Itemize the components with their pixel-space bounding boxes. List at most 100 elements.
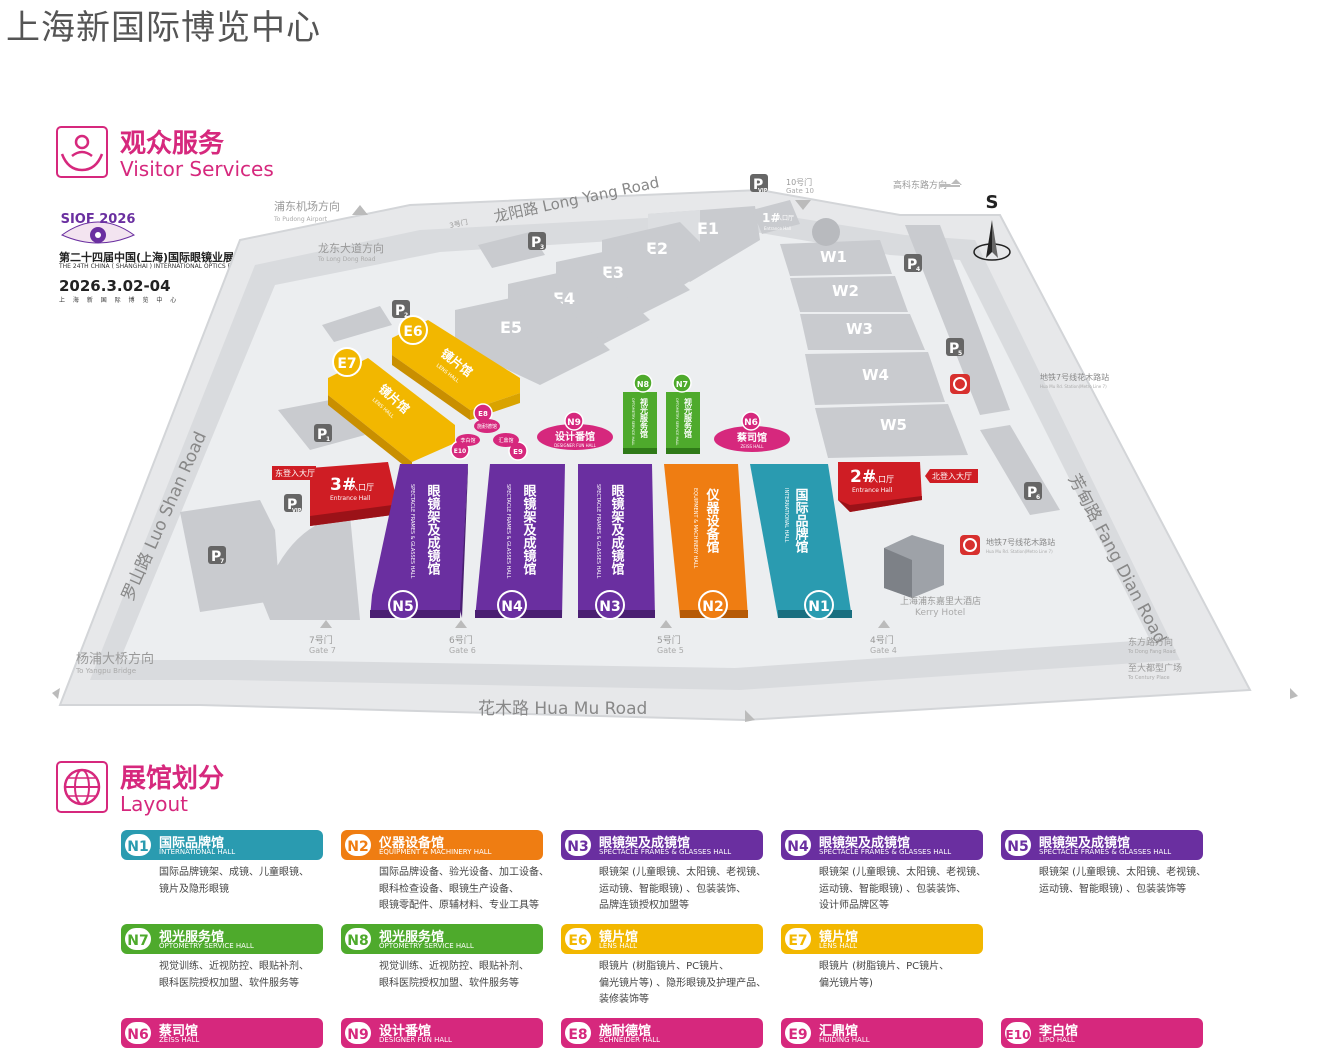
- hall-card-description: 眼镜架 (儿童眼镜、太阳镜、老视镜、运动镜、智能眼镜) 、包装装饰、设计师品牌区…: [819, 865, 1019, 915]
- fair-venue: 上 海 新 国 际 博 览 中 心: [59, 297, 180, 304]
- svg-text:李白馆: 李白馆: [460, 437, 475, 444]
- hall-card-description-line: 运动镜、智能眼镜) 、包装装饰、: [599, 883, 747, 895]
- svg-text:SPECTACLE FRAMES & GLASSES HAL: SPECTACLE FRAMES & GLASSES HALL: [595, 484, 601, 579]
- hall-card-description-line: 装修装饰等: [599, 994, 649, 1005]
- hall-card-description-line: 眼镜零配件、原辅材料、专业工具等: [379, 900, 539, 911]
- svg-text:P: P: [1027, 485, 1037, 501]
- visitor-services-title-cn: 观众服务: [120, 129, 225, 159]
- hall-card-name-en: HUIDING HALL: [819, 1036, 870, 1044]
- hall-card-description-line: 眼镜架 (儿童眼镜、太阳镜、老视镜、: [599, 867, 767, 878]
- hall-card-name-cn: 仪器设备馆: [379, 836, 445, 851]
- parking-p4: P4: [904, 254, 922, 273]
- hall-card-description-line: 镜片及隐形眼镜: [159, 883, 229, 895]
- svg-text:To Yangpu Bridge: To Yangpu Bridge: [75, 667, 136, 675]
- hall-card-description-line: 眼科医院授权加盟、软件服务等: [379, 977, 519, 989]
- hall-w5: W5: [815, 404, 968, 458]
- hall-n7: N7 视光服务馆 OPTOMETRY SERVICE HALL: [666, 373, 700, 454]
- svg-text:W2: W2: [832, 282, 859, 300]
- svg-text:眼镜架及成镜馆: 眼镜架及成镜馆: [521, 484, 538, 576]
- hall-card-code: N4: [783, 832, 813, 858]
- svg-text:E5: E5: [500, 318, 522, 337]
- entrance-hall-3: 3# 入口厅 Entrance Hall: [310, 462, 400, 526]
- hall-card-description: 国际品牌设备、验光设备、加工设备、眼科检查设备、眼镜生产设备、眼镜零配件、原辅材…: [379, 865, 579, 915]
- hall-card-description-line: 眼镜架 (儿童眼镜、太阳镜、老视镜、: [819, 867, 987, 878]
- hall-e10-oval: 李白馆: [456, 434, 480, 446]
- hall-card-code: E6: [563, 926, 593, 952]
- hall-card-description-line: 偏光镜片等) 、隐形眼镜及护理产品、: [599, 977, 767, 989]
- hall-w2: W2: [790, 276, 908, 312]
- svg-text:Hua Mu Rd. Station(Metro Line: Hua Mu Rd. Station(Metro Line 7): [1040, 384, 1107, 389]
- hall-card-description-line: 眼镜架 (儿童眼镜、太阳镜、老视镜、: [1039, 867, 1207, 878]
- hall-card-description-line: 眼科检查设备、眼镜生产设备、: [379, 883, 519, 895]
- svg-text:P: P: [395, 303, 405, 319]
- svg-text:SPECTACLE FRAMES & GLASSES HAL: SPECTACLE FRAMES & GLASSES HALL: [505, 484, 511, 579]
- dir-longdong: 龙东大道方向: [318, 241, 384, 255]
- svg-text:北登入大厅: 北登入大厅: [932, 471, 972, 481]
- svg-text:2#: 2#: [850, 467, 876, 487]
- hall-card-name-en: LIPO HALL: [1039, 1036, 1075, 1044]
- hall-card-name-cn: 镜片馆: [819, 930, 859, 945]
- svg-text:上海浦东嘉里大酒店: 上海浦东嘉里大酒店: [900, 595, 981, 607]
- hall-n1: 国际品牌馆 INTERNATIONAL HALL N1: [750, 464, 852, 620]
- hall-card-name-cn: 眼镜架及成镜馆: [819, 836, 911, 851]
- metro-gulong-icon: [960, 535, 980, 555]
- hall-card-name-en: SPECTACLE FRAMES & GLASSES HALL: [599, 848, 732, 856]
- hall-card-code: E8: [563, 1020, 593, 1046]
- hall-card-description-line: 设计师品牌区等: [819, 900, 889, 911]
- hall-card-name-en: DESIGNER FUN HALL: [379, 1036, 452, 1044]
- svg-text:N9: N9: [567, 418, 581, 428]
- hall-card-description: 视觉训练、近视防控、眼贴补剂、眼科医院授权加盟、软件服务等: [379, 959, 579, 992]
- svg-text:P: P: [753, 177, 763, 193]
- svg-text:Entrance Hall: Entrance Hall: [852, 487, 893, 494]
- hall-card-description: 眼镜片 (树脂镜片、PC镜片、偏光镜片等) 、隐形眼镜及护理产品、装修装饰等: [599, 959, 799, 1009]
- svg-text:入口厅: 入口厅: [350, 483, 374, 492]
- fair-name-cn: 第二十四届中国(上海)国际眼镜业展览会: [59, 251, 257, 264]
- layout-title-en: Layout: [120, 792, 188, 816]
- hall-card-name-en: EQUIPMENT & MACHINERY HALL: [379, 848, 492, 856]
- parking-p6: P6: [1024, 482, 1042, 501]
- siof-logo-text: SIOF 2026: [61, 212, 136, 227]
- hall-card-code: N2: [343, 832, 373, 858]
- svg-text:Kerry Hotel: Kerry Hotel: [915, 608, 965, 618]
- svg-text:VIP: VIP: [292, 508, 302, 514]
- svg-text:设计番馆: 设计番馆: [555, 430, 595, 443]
- svg-text:N3: N3: [599, 599, 620, 615]
- hall-card-description: 视觉训练、近视防控、眼贴补剂、眼科医院授权加盟、软件服务等: [159, 959, 359, 992]
- svg-text:P: P: [531, 235, 541, 251]
- svg-text:P: P: [907, 257, 917, 273]
- gate-3: 3号门: [449, 217, 469, 230]
- svg-text:W1: W1: [820, 248, 847, 266]
- kerry-hotel: 上海浦东嘉里大酒店 Kerry Hotel: [884, 535, 981, 618]
- hall-card-code: N5: [1003, 832, 1033, 858]
- hall-card-name-cn: 国际品牌馆: [159, 836, 225, 851]
- fair-date: 2026.3.02-04: [59, 277, 171, 295]
- svg-text:INTERNATIONAL HALL: INTERNATIONAL HALL: [783, 488, 789, 543]
- hall-card-code: E7: [783, 926, 813, 952]
- visitor-services-icon: [56, 126, 108, 178]
- svg-text:仪器设备馆: 仪器设备馆: [704, 488, 721, 554]
- hall-e9-oval: 汇鼎馆: [493, 433, 519, 447]
- page-title: 上海新国际博览中心: [6, 8, 321, 48]
- hall-card-description: 眼镜片 (树脂镜片、PC镜片、偏光镜片等): [819, 959, 1019, 992]
- hall-card-name-en: INTERNATIONAL HALL: [159, 848, 236, 856]
- hall-n4: 眼镜架及成镜馆 SPECTACLE FRAMES & GLASSES HALL …: [475, 464, 565, 620]
- gate-6: 6号门: [449, 634, 473, 646]
- svg-text:Hua Mu Rd. Station(Metro Line: Hua Mu Rd. Station(Metro Line 7): [986, 549, 1053, 554]
- direction-arrows: [52, 179, 1298, 722]
- svg-text:P: P: [211, 549, 221, 565]
- hall-e8-pin: E8: [473, 403, 493, 423]
- hall-card-description-line: 品牌连锁授权加盟等: [599, 900, 689, 911]
- hall-card-description: 国际品牌镜架、成镜、儿童眼镜、镜片及隐形眼镜: [159, 865, 359, 898]
- hall-card-name-cn: 视光服务馆: [159, 930, 225, 945]
- hall-card-code: N9: [343, 1020, 373, 1046]
- svg-text:E3: E3: [602, 263, 624, 282]
- hall-card-code: E9: [783, 1020, 813, 1046]
- visitor-services-title-en: Visitor Services: [120, 157, 274, 181]
- svg-text:N2: N2: [702, 599, 723, 615]
